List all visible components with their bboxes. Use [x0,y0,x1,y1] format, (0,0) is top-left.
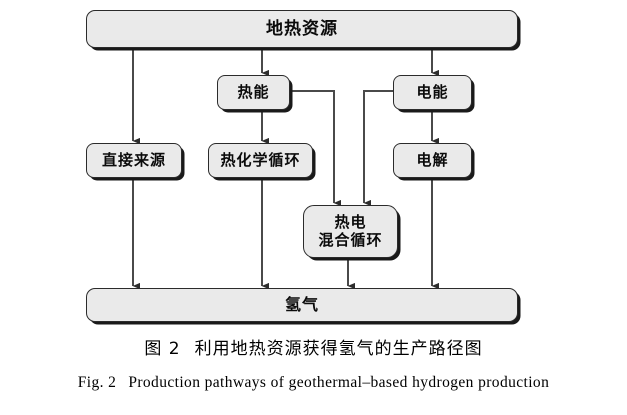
node-thermochemical-cycle-label: 热化学循环 [220,150,301,169]
figure-caption-chinese-text: 利用地热资源获得氢气的生产路径图 [194,339,483,359]
edge-electric-to-hybrid [363,90,393,207]
node-electrolysis-label: 电解 [416,150,449,169]
figure-number-chinese: 图 2 [144,339,181,359]
node-electric-energy: 电能 [393,75,472,110]
node-direct-source: 直接来源 [86,143,182,178]
node-hydrogen: 氢气 [86,288,518,322]
node-geothermal-resources-label: 地热资源 [266,18,338,39]
node-hybrid-cycle: 热电 混合循环 [303,205,398,258]
flowchart-connectors [132,48,440,290]
node-thermochemical-cycle: 热化学循环 [208,143,313,178]
figure-caption-english-text: Production pathways of geothermal–based … [128,374,550,391]
node-electric-energy-label: 电能 [416,82,449,101]
node-direct-source-label: 直接来源 [101,150,166,169]
node-hybrid-cycle-label: 热电 混合循环 [318,212,383,249]
node-hydrogen-label: 氢气 [284,294,319,314]
node-thermal-energy: 热能 [217,75,290,110]
node-thermal-energy-label: 热能 [237,82,270,101]
node-electrolysis: 电解 [393,143,472,178]
figure-number-english: Fig. 2 [77,374,117,391]
figure-caption-english: Fig. 2 Production pathways of geothermal–… [0,374,627,392]
node-geothermal-resources: 地热资源 [86,10,518,48]
figure-caption-chinese: 图 2 利用地热资源获得氢气的生产路径图 [0,334,627,359]
edge-thermal-to-hybrid [290,90,342,207]
